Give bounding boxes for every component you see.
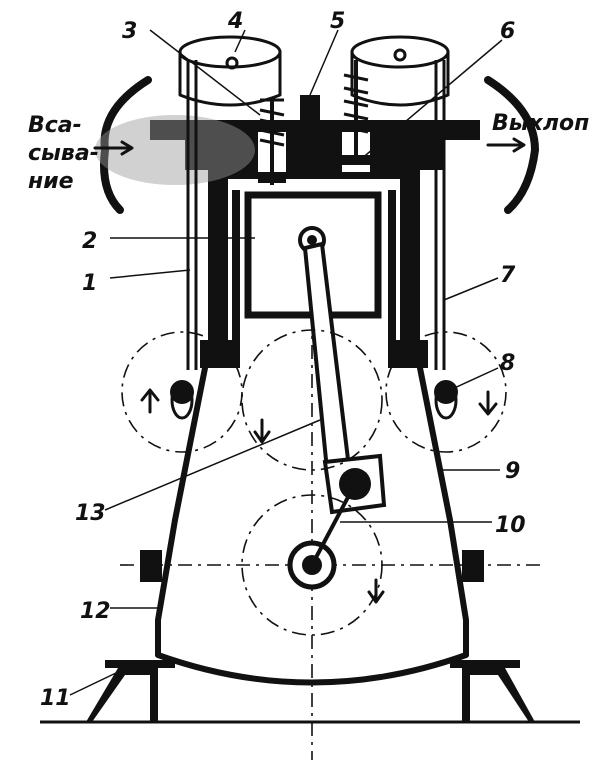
part-label-2: 2 [82,229,97,254]
curved-arrow-icon [140,388,498,604]
intake-label-line-3: ние [28,169,74,194]
intake-label: Вса- сыва- ние [28,113,99,194]
intake-label-line-1: Вса- [28,113,82,138]
crankshaft [241,483,383,636]
part-label-12: 12 [80,599,111,624]
push-rods [186,60,446,370]
part-label-13: 13 [75,501,106,526]
part-label-8: 8 [500,351,515,376]
foundation-supports [86,660,535,722]
part-numbers: 1 2 3 4 5 6 7 8 9 10 11 12 13 [40,9,526,711]
camshafts [121,329,507,471]
intake-valve [258,98,286,185]
part-label-10: 10 [495,513,526,538]
part-label-6: 6 [500,19,515,44]
exhaust-valve [342,60,370,165]
rocker-arms [178,35,450,107]
exhaust-port [484,76,539,214]
intake-label-line-2: сыва- [28,141,99,166]
part-label-9: 9 [505,459,520,484]
part-label-7: 7 [500,263,516,288]
leader-lines [69,29,503,696]
part-label-1: 1 [82,271,97,296]
arrow-right-icon [93,137,526,156]
part-label-4: 4 [227,9,243,34]
part-label-11: 11 [40,686,71,711]
exhaust-label: Выхлоп [492,111,589,136]
part-label-3: 3 [122,19,137,44]
part-label-5: 5 [330,9,345,34]
intake-port [95,76,255,214]
crankcase [140,365,484,686]
